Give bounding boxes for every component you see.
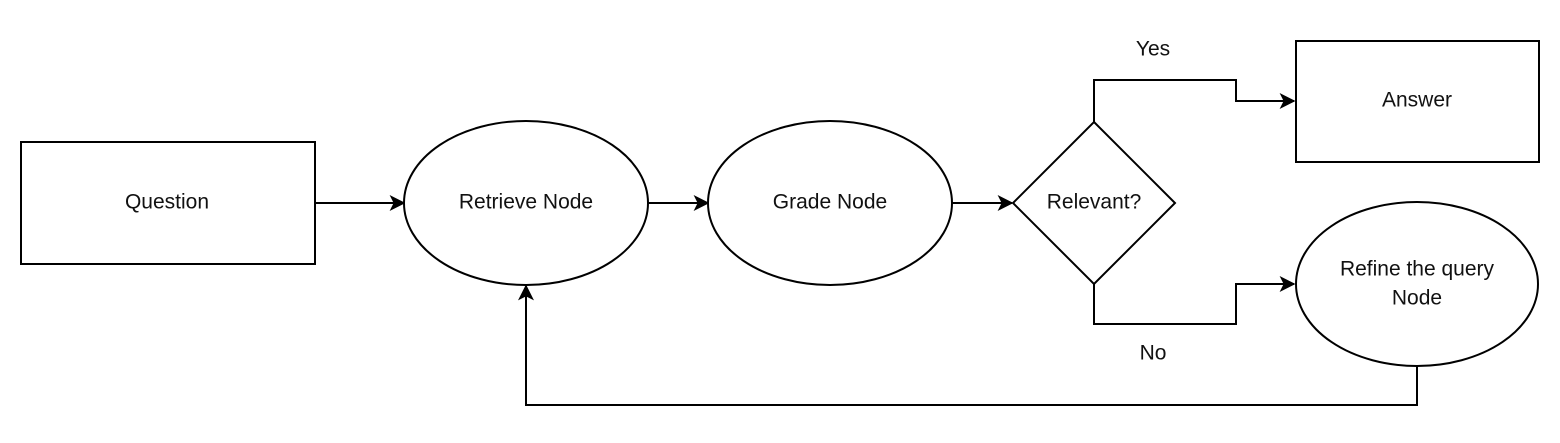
node-relevant-label: Relevant? bbox=[1047, 191, 1142, 214]
node-question-box bbox=[20, 141, 316, 265]
node-relevant-diamond bbox=[1011, 120, 1177, 286]
edge-label-yes: Yes bbox=[1136, 38, 1170, 61]
node-answer-label: Answer bbox=[1382, 89, 1452, 112]
node-answer: Answer bbox=[1295, 40, 1540, 163]
node-grade-label: Grade Node bbox=[773, 191, 887, 214]
node-refine-ellipse bbox=[1295, 201, 1539, 367]
node-question: Question bbox=[20, 141, 316, 265]
node-retrieve-ellipse bbox=[403, 120, 649, 286]
node-refine-label-line1: Refine the query bbox=[1340, 258, 1495, 281]
node-refine: Refine the query Node bbox=[1295, 201, 1539, 367]
edge-label-no: No bbox=[1140, 342, 1167, 365]
node-grade: Grade Node bbox=[707, 120, 953, 286]
node-question-label: Question bbox=[125, 191, 209, 214]
node-refine-label-line2: Node bbox=[1392, 287, 1442, 310]
node-retrieve-label: Retrieve Node bbox=[459, 191, 593, 214]
node-retrieve: Retrieve Node bbox=[403, 120, 649, 286]
node-relevant: Relevant? bbox=[1011, 120, 1177, 286]
node-grade-ellipse bbox=[707, 120, 953, 286]
edge-refine-to-retrieve bbox=[518, 284, 1418, 406]
edge-relevant-yes-to-answer bbox=[1093, 79, 1296, 122]
edge-relevant-no-to-refine bbox=[1093, 276, 1296, 325]
node-answer-box bbox=[1295, 40, 1540, 163]
